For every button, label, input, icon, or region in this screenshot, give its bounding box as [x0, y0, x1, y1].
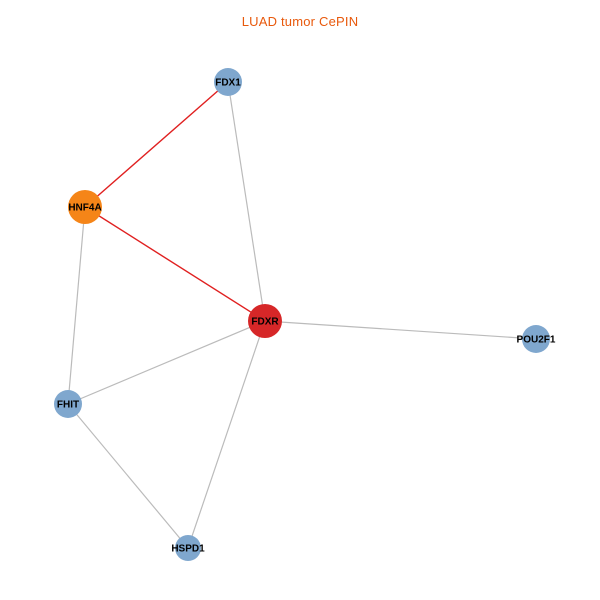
node-label-POU2F1: POU2F1 [517, 335, 556, 346]
graph-node-FHIT [54, 390, 82, 418]
node-label-FDX1: FDX1 [215, 78, 241, 89]
node-label-HNF4A: HNF4A [68, 203, 101, 214]
graph-edge-FDX1-HNF4A [84, 81, 229, 208]
graph-node-HNF4A [68, 190, 102, 224]
graph-node-FDX1 [214, 68, 242, 96]
graph-edge-FHIT-HSPD1 [67, 403, 189, 549]
graph-edge-FDX1-FDXR [227, 81, 266, 322]
graph-edge-FDXR-POU2F1 [264, 320, 537, 340]
node-label-HSPD1: HSPD1 [171, 544, 205, 555]
node-label-FDXR: FDXR [251, 317, 279, 328]
node-label-FHIT: FHIT [57, 400, 79, 411]
graph-edge-HNF4A-FHIT [67, 206, 86, 405]
graph-edge-FDXR-FHIT [67, 320, 266, 405]
graph-edge-FDXR-HSPD1 [187, 320, 266, 549]
graph-node-POU2F1 [522, 325, 550, 353]
graph-node-FDXR [248, 304, 282, 338]
plot-title: LUAD tumor CePIN [241, 14, 359, 29]
graph-edge-HNF4A-FDXR [84, 206, 266, 322]
graph-node-HSPD1 [175, 535, 201, 561]
